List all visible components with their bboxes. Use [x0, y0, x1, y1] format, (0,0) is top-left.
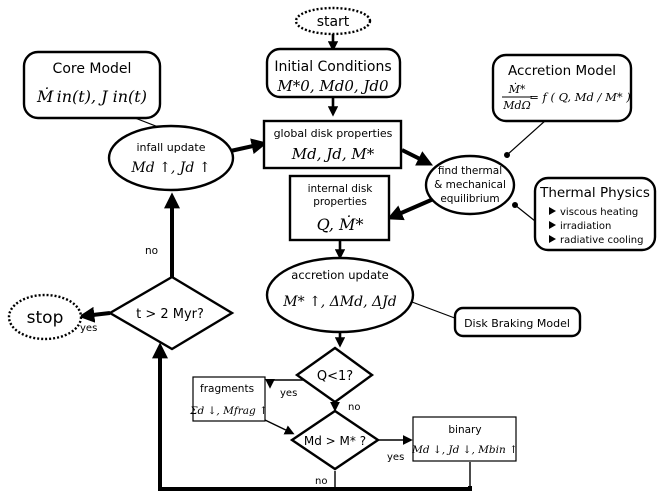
- accretion-update-title: accretion update: [291, 268, 388, 282]
- fragments-formula: Σd ↓, Mfrag ↑: [189, 405, 268, 417]
- thermal-physics-item: radiative cooling: [560, 235, 643, 246]
- infall-update-formula: Md ↑, Jd ↑: [130, 160, 210, 176]
- stop-label: stop: [27, 308, 64, 328]
- core-model-formula: Ṁ in(t), J in(t): [36, 86, 147, 106]
- thermal-physics-title: Thermal Physics: [539, 185, 650, 201]
- edge-label-q-no: no: [348, 402, 360, 413]
- edge-label-mass-no: no: [315, 476, 327, 487]
- edge-global-to-equilibrium: [401, 148, 434, 166]
- initial-conditions-title: Initial Conditions: [274, 59, 391, 75]
- fragments-title: fragments: [200, 383, 254, 395]
- accretion-model-rhs: = f ( Q, Md / M* ): [529, 90, 631, 104]
- disk-braking-box: Disk Braking Model: [453, 306, 582, 338]
- edge-label-mass-yes: yes: [387, 452, 404, 463]
- infall-update-title: infall update: [136, 141, 205, 154]
- start-label: start: [317, 14, 350, 30]
- infall-update-node: infall update Md ↑, Jd ↑: [107, 124, 235, 192]
- core-model-box: Core Model Ṁ in(t), J in(t): [22, 50, 162, 120]
- connector-disk-braking: [403, 298, 461, 321]
- internal-disk-line2: properties: [313, 196, 367, 208]
- accretion-update-formula: M* ↑, ΔMd, ΔJd: [282, 294, 396, 310]
- q-check-diamond: Q<1?: [294, 346, 375, 404]
- internal-disk-formula: Q, Ṁ*: [317, 214, 364, 234]
- edge-time-to-stop: [78, 306, 111, 323]
- edge-loop-to-time-check: [152, 342, 472, 491]
- equilibrium-line3: equilibrium: [440, 193, 499, 205]
- fragments-box: fragments Σd ↓, Mfrag ↑: [189, 376, 268, 422]
- edge-label-time-yes: yes: [80, 323, 97, 334]
- binary-formula: Md ↓, Jd ↓, Mbin ↑: [411, 444, 518, 456]
- edges: [78, 33, 547, 491]
- core-model-title: Core Model: [53, 61, 132, 77]
- q-check-label: Q<1?: [317, 369, 353, 384]
- global-disk-box: global disk properties Md, Jd, M*: [262, 119, 403, 170]
- bullet-icon: [549, 235, 556, 243]
- bullet-icon: [549, 221, 556, 229]
- connector-accretion-model: [506, 119, 547, 156]
- time-check-diamond: t > 2 Myr?: [107, 275, 235, 351]
- accretion-model-box: Accretion Model Ṁ* MdΩ = f ( Q, Md / M* …: [491, 53, 633, 123]
- start-node: start: [294, 6, 372, 36]
- mass-check-diamond: Md > M* ?: [289, 409, 381, 471]
- time-check-label: t > 2 Myr?: [136, 307, 204, 322]
- global-disk-formula: Md, Jd, M*: [291, 145, 375, 163]
- initial-conditions-formula: M*0, Md0, Jd0: [276, 77, 389, 95]
- accretion-model-lhs-top: Ṁ*: [508, 82, 526, 96]
- edge-equilibrium-to-internal: [386, 195, 439, 221]
- binary-title: binary: [448, 424, 481, 436]
- accretion-update-node: accretion update M* ↑, ΔMd, ΔJd: [265, 256, 415, 334]
- thermal-physics-box: Thermal Physics viscous heating irradiat…: [533, 176, 657, 252]
- equilibrium-node: find thermal & mechanical equilibrium: [424, 154, 516, 216]
- stop-node: stop: [7, 293, 83, 341]
- edge-label-time-no: no: [145, 245, 158, 257]
- connector-dot: [504, 152, 510, 158]
- mass-check-label: Md > M* ?: [304, 434, 366, 448]
- internal-disk-line1: internal disk: [308, 183, 374, 195]
- thermal-physics-item: viscous heating: [560, 207, 638, 218]
- binary-box: binary Md ↓, Jd ↓, Mbin ↑: [411, 416, 518, 462]
- connector-dot: [512, 202, 518, 208]
- initial-conditions-box: Initial Conditions M*0, Md0, Jd0: [265, 47, 402, 99]
- edge-fragments-to-mass: [264, 419, 295, 435]
- disk-braking-label: Disk Braking Model: [464, 317, 570, 330]
- accretion-model-title: Accretion Model: [508, 63, 616, 79]
- bullet-icon: [549, 207, 556, 215]
- thermal-physics-item: irradiation: [560, 221, 611, 232]
- internal-disk-box: internal disk properties Q, Ṁ*: [288, 174, 391, 242]
- accretion-model-lhs-bottom: MdΩ: [502, 99, 530, 112]
- edge-labels: no yes yes no yes no: [80, 245, 404, 487]
- equilibrium-line2: & mechanical: [434, 179, 506, 191]
- global-disk-title: global disk properties: [274, 127, 393, 140]
- equilibrium-line1: find thermal: [438, 165, 502, 177]
- edge-label-q-yes: yes: [280, 388, 297, 399]
